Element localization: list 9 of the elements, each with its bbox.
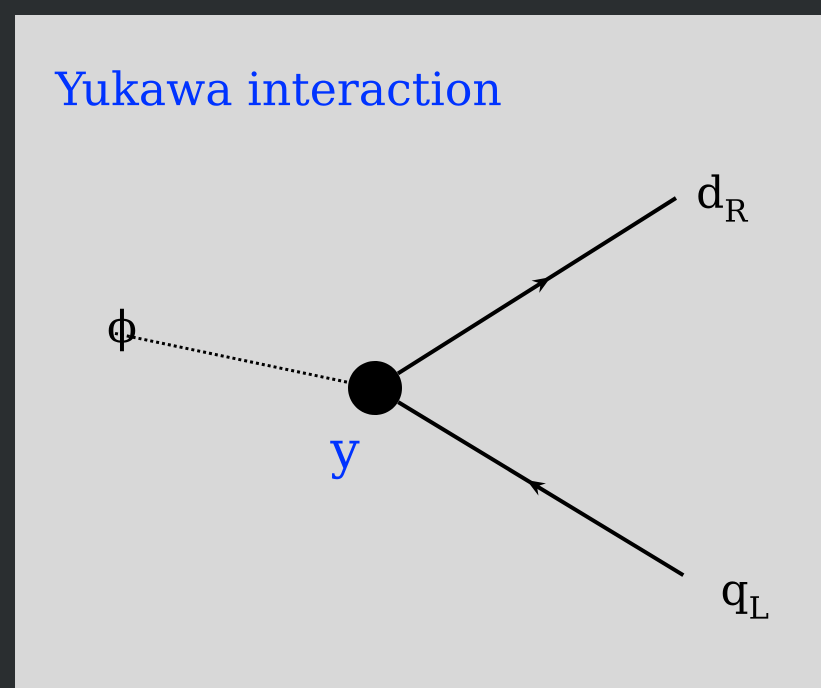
coupling-label: y [330,440,360,480]
title: Yukawa interaction [54,70,501,106]
propagator-line [114,332,349,384]
particle-label: q$_{L}$ [722,581,768,619]
propagator-line [397,400,684,577]
particle-label: d$_{R}$ [698,174,748,222]
particle-label: ϕ [108,308,136,352]
vertex-dot [348,361,402,415]
propagator-line [396,196,678,376]
